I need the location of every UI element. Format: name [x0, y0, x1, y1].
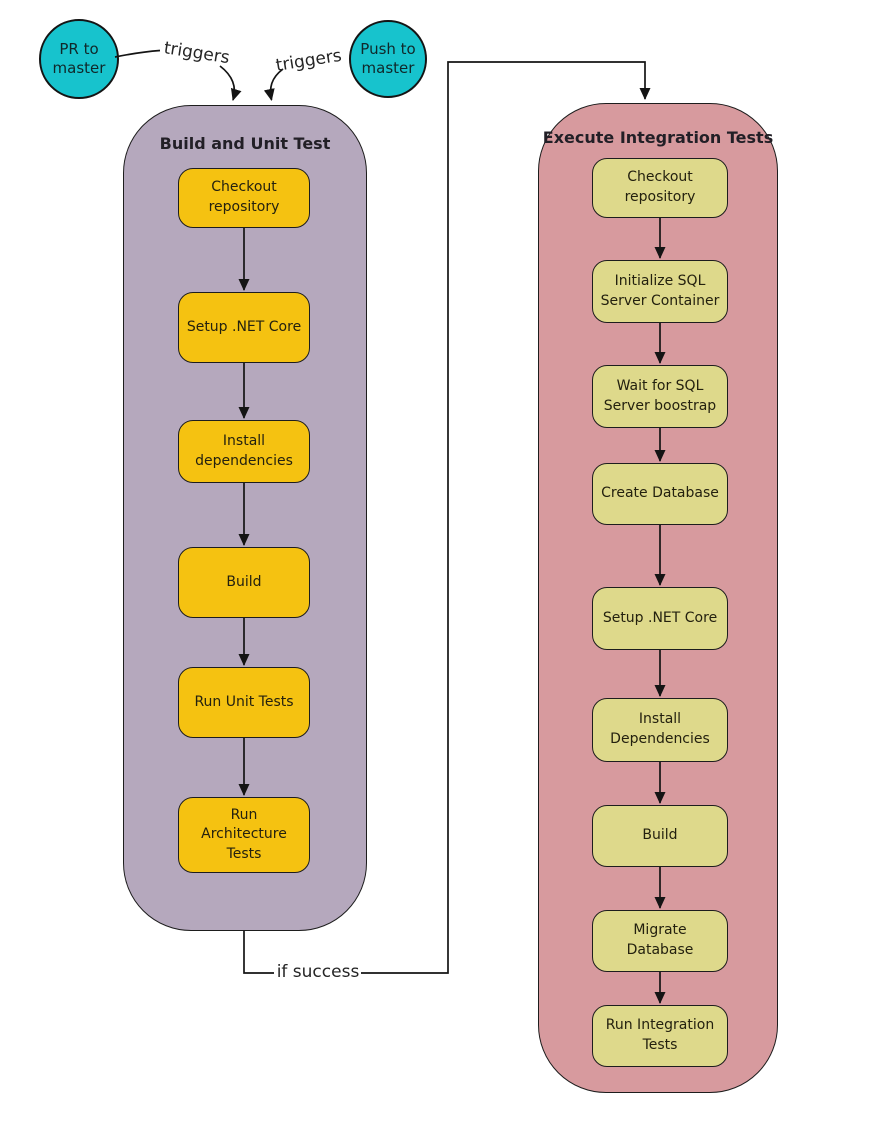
step-it-create-database: Create Database: [592, 463, 728, 525]
step-it-migrate-database: Migrate Database: [592, 910, 728, 972]
node-push-to-master: Push to master: [349, 20, 427, 98]
step-it-run-integration-tests: Run Integration Tests: [592, 1005, 728, 1067]
edge-label-triggers-right: triggers: [274, 45, 344, 76]
step-it-checkout-repository: Checkout repository: [592, 158, 728, 218]
step-install-dependencies: Install dependencies: [178, 420, 310, 483]
step-run-architecture-tests: Run Architecture Tests: [178, 797, 310, 873]
step-it-wait-for-sql-server-boostrap: Wait for SQL Server boostrap: [592, 365, 728, 428]
edge-label-triggers-left: triggers: [162, 38, 232, 69]
step-build: Build: [178, 547, 310, 618]
node-pr-label: PR to master: [52, 39, 106, 78]
edge-pr-to-trigger-label: [114, 49, 161, 58]
step-run-unit-tests: Run Unit Tests: [178, 667, 310, 738]
step-it-initialize-sql-server-container: Initialize SQL Server Container: [592, 260, 728, 323]
step-checkout-repository: Checkout repository: [178, 168, 310, 228]
step-it-build: Build: [592, 805, 728, 867]
step-setup-dotnet-core: Setup .NET Core: [178, 292, 310, 363]
edge-label-if-success: if success: [276, 962, 360, 982]
step-it-setup-dotnet-core: Setup .NET Core: [592, 587, 728, 650]
node-pr-to-master: PR to master: [39, 19, 119, 99]
lane-left-title: Build and Unit Test: [159, 134, 331, 153]
step-it-install-dependencies: Install Dependencies: [592, 698, 728, 762]
edge-trigger-arrow-left: [219, 65, 242, 101]
lane-right-title: Execute Integration Tests: [542, 128, 774, 147]
node-push-label: Push to master: [360, 39, 416, 78]
